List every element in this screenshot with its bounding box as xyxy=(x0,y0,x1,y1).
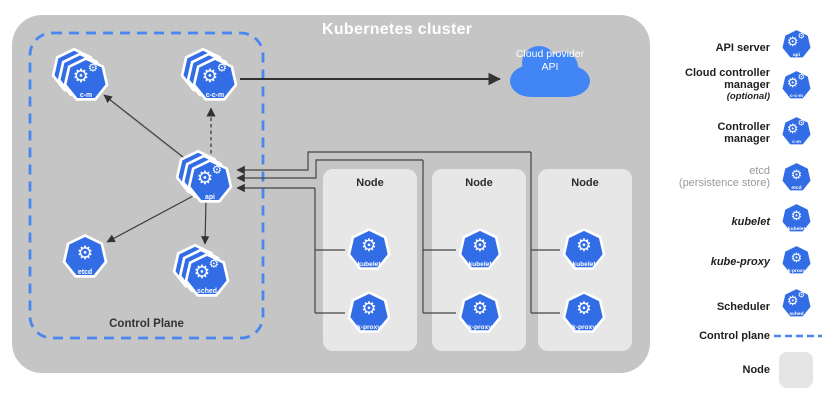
gear-icon: ⚙ xyxy=(472,235,488,256)
kube-proxy-icon-2: ⚙k-proxy xyxy=(458,291,502,335)
legend-kube-proxy: kube-proxy xyxy=(710,256,770,268)
gear-icon: ⚙ xyxy=(576,235,592,256)
controller-manager-icon: ⚙⚙c-m xyxy=(51,47,109,103)
legend-api-server-icon: ⚙⚙api xyxy=(780,28,813,61)
gear-icon: ⚙ xyxy=(472,298,488,319)
cluster-title: Kubernetes cluster xyxy=(322,21,473,38)
cloud-icon xyxy=(510,46,590,97)
gear-icon: ⚙⚙ xyxy=(201,62,227,86)
scheduler-icon: ⚙⚙sched xyxy=(172,243,230,299)
node-label: Node xyxy=(465,177,493,189)
node-label: Node xyxy=(356,177,384,189)
legend-etcd-icon: ⚙etcd xyxy=(780,161,813,194)
cloud-provider-api-label: Cloud provider API xyxy=(515,48,585,73)
gear-icon: ⚙ xyxy=(76,241,94,263)
control-plane-border xyxy=(28,31,265,340)
legend-control-plane: Control plane xyxy=(699,330,770,342)
kube-proxy-icon-3: ⚙k-proxy xyxy=(562,291,606,335)
kubelet-icon-3: ⚙kubelet xyxy=(562,228,606,272)
legend-etcd: etcd (persistence store) xyxy=(678,165,770,189)
legend-scheduler: Scheduler xyxy=(716,301,770,313)
node-label: Node xyxy=(571,177,599,189)
legend-controller-manager: Controller manager xyxy=(717,121,770,145)
legend-cloud-controller-manager: Cloud controller manager (optional) xyxy=(670,67,770,103)
legend-etcd-note: (persistence store) xyxy=(678,177,770,189)
gear-icon: ⚙ xyxy=(361,298,377,319)
legend-optional-note: (optional) xyxy=(726,91,770,102)
gear-icon: ⚙⚙ xyxy=(193,258,219,282)
kube-proxy-icon-1: ⚙k-proxy xyxy=(347,291,391,335)
legend-api-server: API server xyxy=(715,42,770,54)
kubelet-icon-2: ⚙kubelet xyxy=(458,228,502,272)
legend-kubelet: kubelet xyxy=(731,216,770,228)
cloud-controller-manager-icon: ⚙⚙c-c-m xyxy=(180,47,238,103)
legend-kube-proxy-icon: ⚙k-proxy xyxy=(780,244,813,277)
legend-scheduler-icon: ⚙⚙sched xyxy=(780,287,813,320)
control-plane-label: Control Plane xyxy=(109,318,184,330)
kubelet-icon-1: ⚙kubelet xyxy=(347,228,391,272)
etcd-icon: ⚙etcd xyxy=(62,234,108,280)
legend-kubelet-icon: ⚙kubelet xyxy=(780,202,813,235)
cloud-provider-api: Cloud provider API xyxy=(505,39,595,99)
gear-icon: ⚙⚙ xyxy=(196,164,222,188)
legend-controller-manager-icon: ⚙⚙c-m xyxy=(780,115,813,148)
api-server-icon: ⚙⚙api xyxy=(175,149,233,205)
gear-icon: ⚙⚙ xyxy=(72,62,98,86)
legend-node-box xyxy=(779,352,813,388)
gear-icon: ⚙ xyxy=(361,235,377,256)
legend-node: Node xyxy=(742,364,771,376)
legend-cloud-controller-manager-icon: ⚙⚙c-c-m xyxy=(780,69,813,102)
gear-icon: ⚙ xyxy=(576,298,592,319)
